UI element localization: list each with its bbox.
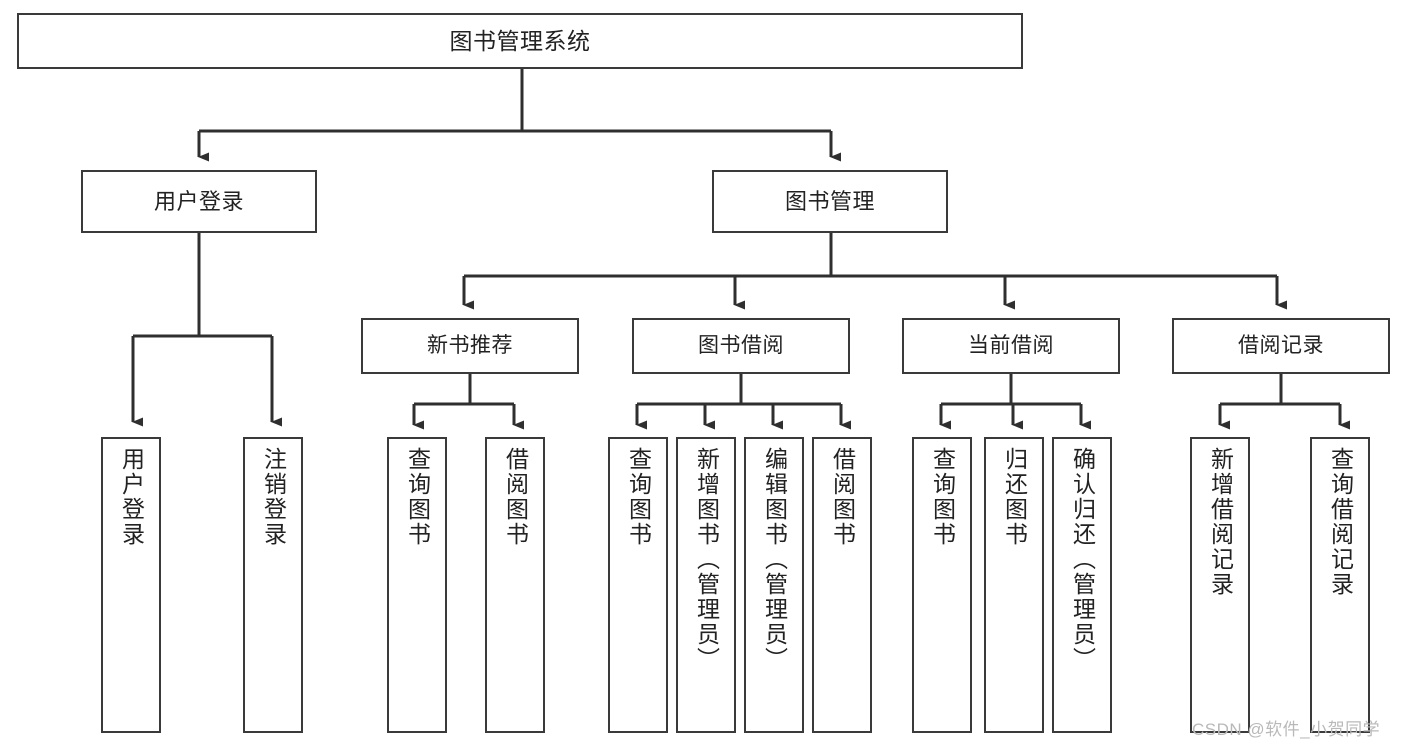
leaf-edit-book-admin-label: 编辑图书（管理员） bbox=[761, 447, 788, 672]
leaf-borrow-book[interactable]: 借阅图书 bbox=[812, 437, 872, 733]
leaf-add-borrow-record[interactable]: 新增借阅记录 bbox=[1190, 437, 1250, 733]
node-borrow-record[interactable]: 借阅记录 bbox=[1172, 318, 1390, 374]
leaf-recommend-query-book-label: 查询图书 bbox=[404, 447, 431, 547]
node-new-book-recommend-label: 新书推荐 bbox=[427, 333, 513, 357]
leaf-borrow-query-book-label: 查询图书 bbox=[625, 447, 652, 547]
leaf-query-borrow-record[interactable]: 查询借阅记录 bbox=[1310, 437, 1370, 733]
leaf-add-book-admin[interactable]: 新增图书（管理员） bbox=[676, 437, 736, 733]
node-new-book-recommend[interactable]: 新书推荐 bbox=[361, 318, 579, 374]
leaf-confirm-return-admin-label: 确认归还（管理员） bbox=[1069, 447, 1096, 672]
leaf-edit-book-admin[interactable]: 编辑图书（管理员） bbox=[744, 437, 804, 733]
node-root-label: 图书管理系统 bbox=[449, 27, 591, 54]
leaf-recommend-query-book[interactable]: 查询图书 bbox=[387, 437, 447, 733]
leaf-return-book[interactable]: 归还图书 bbox=[984, 437, 1044, 733]
node-current-borrow-label: 当前借阅 bbox=[968, 333, 1054, 357]
node-user-login[interactable]: 用户登录 bbox=[81, 170, 317, 233]
leaf-return-book-label: 归还图书 bbox=[1001, 447, 1028, 547]
leaf-recommend-borrow-book-label: 借阅图书 bbox=[502, 447, 529, 547]
leaf-borrow-book-label: 借阅图书 bbox=[829, 447, 856, 547]
leaf-recommend-borrow-book[interactable]: 借阅图书 bbox=[485, 437, 545, 733]
leaf-add-borrow-record-label: 新增借阅记录 bbox=[1207, 447, 1234, 597]
node-book-management-label: 图书管理 bbox=[784, 188, 875, 214]
leaf-user-logout[interactable]: 注销登录 bbox=[243, 437, 303, 733]
node-borrow-record-label: 借阅记录 bbox=[1238, 333, 1324, 357]
node-user-login-label: 用户登录 bbox=[153, 188, 244, 214]
node-book-borrow-label: 图书借阅 bbox=[698, 333, 784, 357]
watermark-text: CSDN @软件_小贺同学 bbox=[1192, 720, 1381, 739]
leaf-confirm-return-admin[interactable]: 确认归还（管理员） bbox=[1052, 437, 1112, 733]
leaf-user-logout-label: 注销登录 bbox=[260, 447, 287, 547]
leaf-query-borrow-record-label: 查询借阅记录 bbox=[1327, 447, 1354, 597]
leaf-borrow-query-book[interactable]: 查询图书 bbox=[608, 437, 668, 733]
leaf-add-book-admin-label: 新增图书（管理员） bbox=[693, 447, 720, 672]
leaf-current-query-book-label: 查询图书 bbox=[929, 447, 956, 547]
leaf-current-query-book[interactable]: 查询图书 bbox=[912, 437, 972, 733]
leaf-user-login[interactable]: 用户登录 bbox=[101, 437, 161, 733]
node-book-borrow[interactable]: 图书借阅 bbox=[632, 318, 850, 374]
node-book-management[interactable]: 图书管理 bbox=[712, 170, 948, 233]
node-root-system[interactable]: 图书管理系统 bbox=[17, 13, 1023, 69]
connector-lines bbox=[131, 69, 1350, 430]
leaf-user-login-label: 用户登录 bbox=[118, 447, 145, 547]
node-current-borrow[interactable]: 当前借阅 bbox=[902, 318, 1120, 374]
